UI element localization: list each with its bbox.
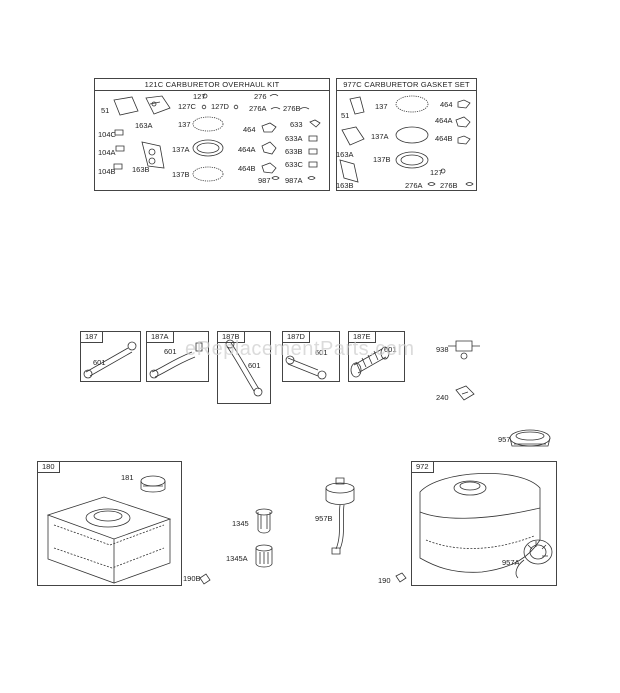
part-label: 276A	[249, 104, 267, 113]
part-label: 276B	[283, 104, 301, 113]
part-label: 137B	[373, 155, 391, 164]
part-label: 464A	[238, 145, 256, 154]
part-label: 163A	[336, 150, 354, 159]
fuel-screens-art	[256, 478, 354, 567]
box-tag: 972	[412, 462, 434, 473]
part-label: 601	[315, 348, 328, 357]
part-label: 276A	[405, 181, 423, 190]
part-label: 464	[440, 100, 453, 109]
part-label: 190	[378, 576, 391, 585]
part-label: 1345	[232, 519, 249, 528]
box-tag: 187E	[349, 332, 376, 343]
box-tag: 187D	[283, 332, 310, 343]
box-tag: 187A	[147, 332, 174, 343]
fuel-lines-art	[84, 340, 389, 396]
box-tag: 187B	[218, 332, 245, 343]
small-parts-art	[448, 341, 550, 446]
part-label: 464A	[435, 116, 453, 125]
fuel-line-box-187b: 187B	[217, 331, 271, 404]
part-label: 104B	[98, 167, 116, 176]
fuel-tank-972-art	[396, 473, 552, 582]
part-label: 938	[436, 345, 449, 354]
part-label: 633	[290, 120, 303, 129]
part-label: 957B	[315, 514, 333, 523]
part-label: 601	[248, 361, 261, 370]
part-label: 240	[436, 393, 449, 402]
gasket-set-title: 977C CARBURETOR GASKET SET	[337, 79, 476, 91]
part-label: 163A	[135, 121, 153, 130]
part-label: 51	[341, 111, 350, 120]
part-label: 464B	[238, 164, 256, 173]
part-label: 190B	[183, 574, 201, 583]
watermark-text: eReplacementParts.com	[185, 338, 415, 360]
gasket-set-art	[340, 96, 473, 186]
part-label: 601	[164, 347, 177, 356]
part-label: 127	[193, 92, 206, 101]
fuel-line-box-187: 187	[80, 331, 141, 382]
fuel-tank-box-180: 180	[37, 461, 182, 586]
overhaul-kit-box: 121C CARBURETOR OVERHAUL KIT	[94, 78, 330, 191]
part-label: 163B	[336, 181, 354, 190]
fuel-tank-box-972: 972	[411, 461, 557, 586]
fuel-line-box-187e: 187E	[348, 331, 405, 382]
part-label: 137	[375, 102, 388, 111]
part-label: 987	[258, 176, 271, 185]
part-label: 957	[498, 435, 511, 444]
part-label: 137	[178, 120, 191, 129]
part-label: 51	[101, 106, 110, 115]
part-label: 137A	[371, 132, 389, 141]
part-label: 276	[254, 92, 267, 101]
part-label: 464	[243, 125, 256, 134]
part-label: 137A	[172, 145, 190, 154]
part-label: 276B	[440, 181, 458, 190]
overhaul-kit-art	[114, 94, 320, 181]
part-label: 163B	[132, 165, 150, 174]
part-label: 104A	[98, 148, 116, 157]
box-tag: 180	[38, 462, 60, 473]
part-label: 957A	[502, 558, 520, 567]
part-label: 633A	[285, 134, 303, 143]
box-tag: 187	[81, 332, 103, 343]
part-label: 181	[121, 473, 134, 482]
gasket-set-box: 977C CARBURETOR GASKET SET	[336, 78, 477, 191]
fuel-tank-180-art	[48, 476, 210, 584]
part-label: 601	[384, 345, 397, 354]
part-label: 127D	[211, 102, 229, 111]
part-label: 633C	[285, 160, 303, 169]
part-label: 127C	[178, 102, 196, 111]
fuel-line-box-187a: 187A	[146, 331, 209, 382]
part-label: 104C	[98, 130, 116, 139]
fuel-line-box-187d: 187D	[282, 331, 340, 382]
part-label: 987A	[285, 176, 303, 185]
part-label: 137B	[172, 170, 190, 179]
overhaul-kit-title: 121C CARBURETOR OVERHAUL KIT	[95, 79, 329, 91]
part-label: 601	[93, 358, 106, 367]
part-label: 127	[430, 168, 443, 177]
part-label: 1345A	[226, 554, 248, 563]
part-label: 633B	[285, 147, 303, 156]
part-label: 464B	[435, 134, 453, 143]
